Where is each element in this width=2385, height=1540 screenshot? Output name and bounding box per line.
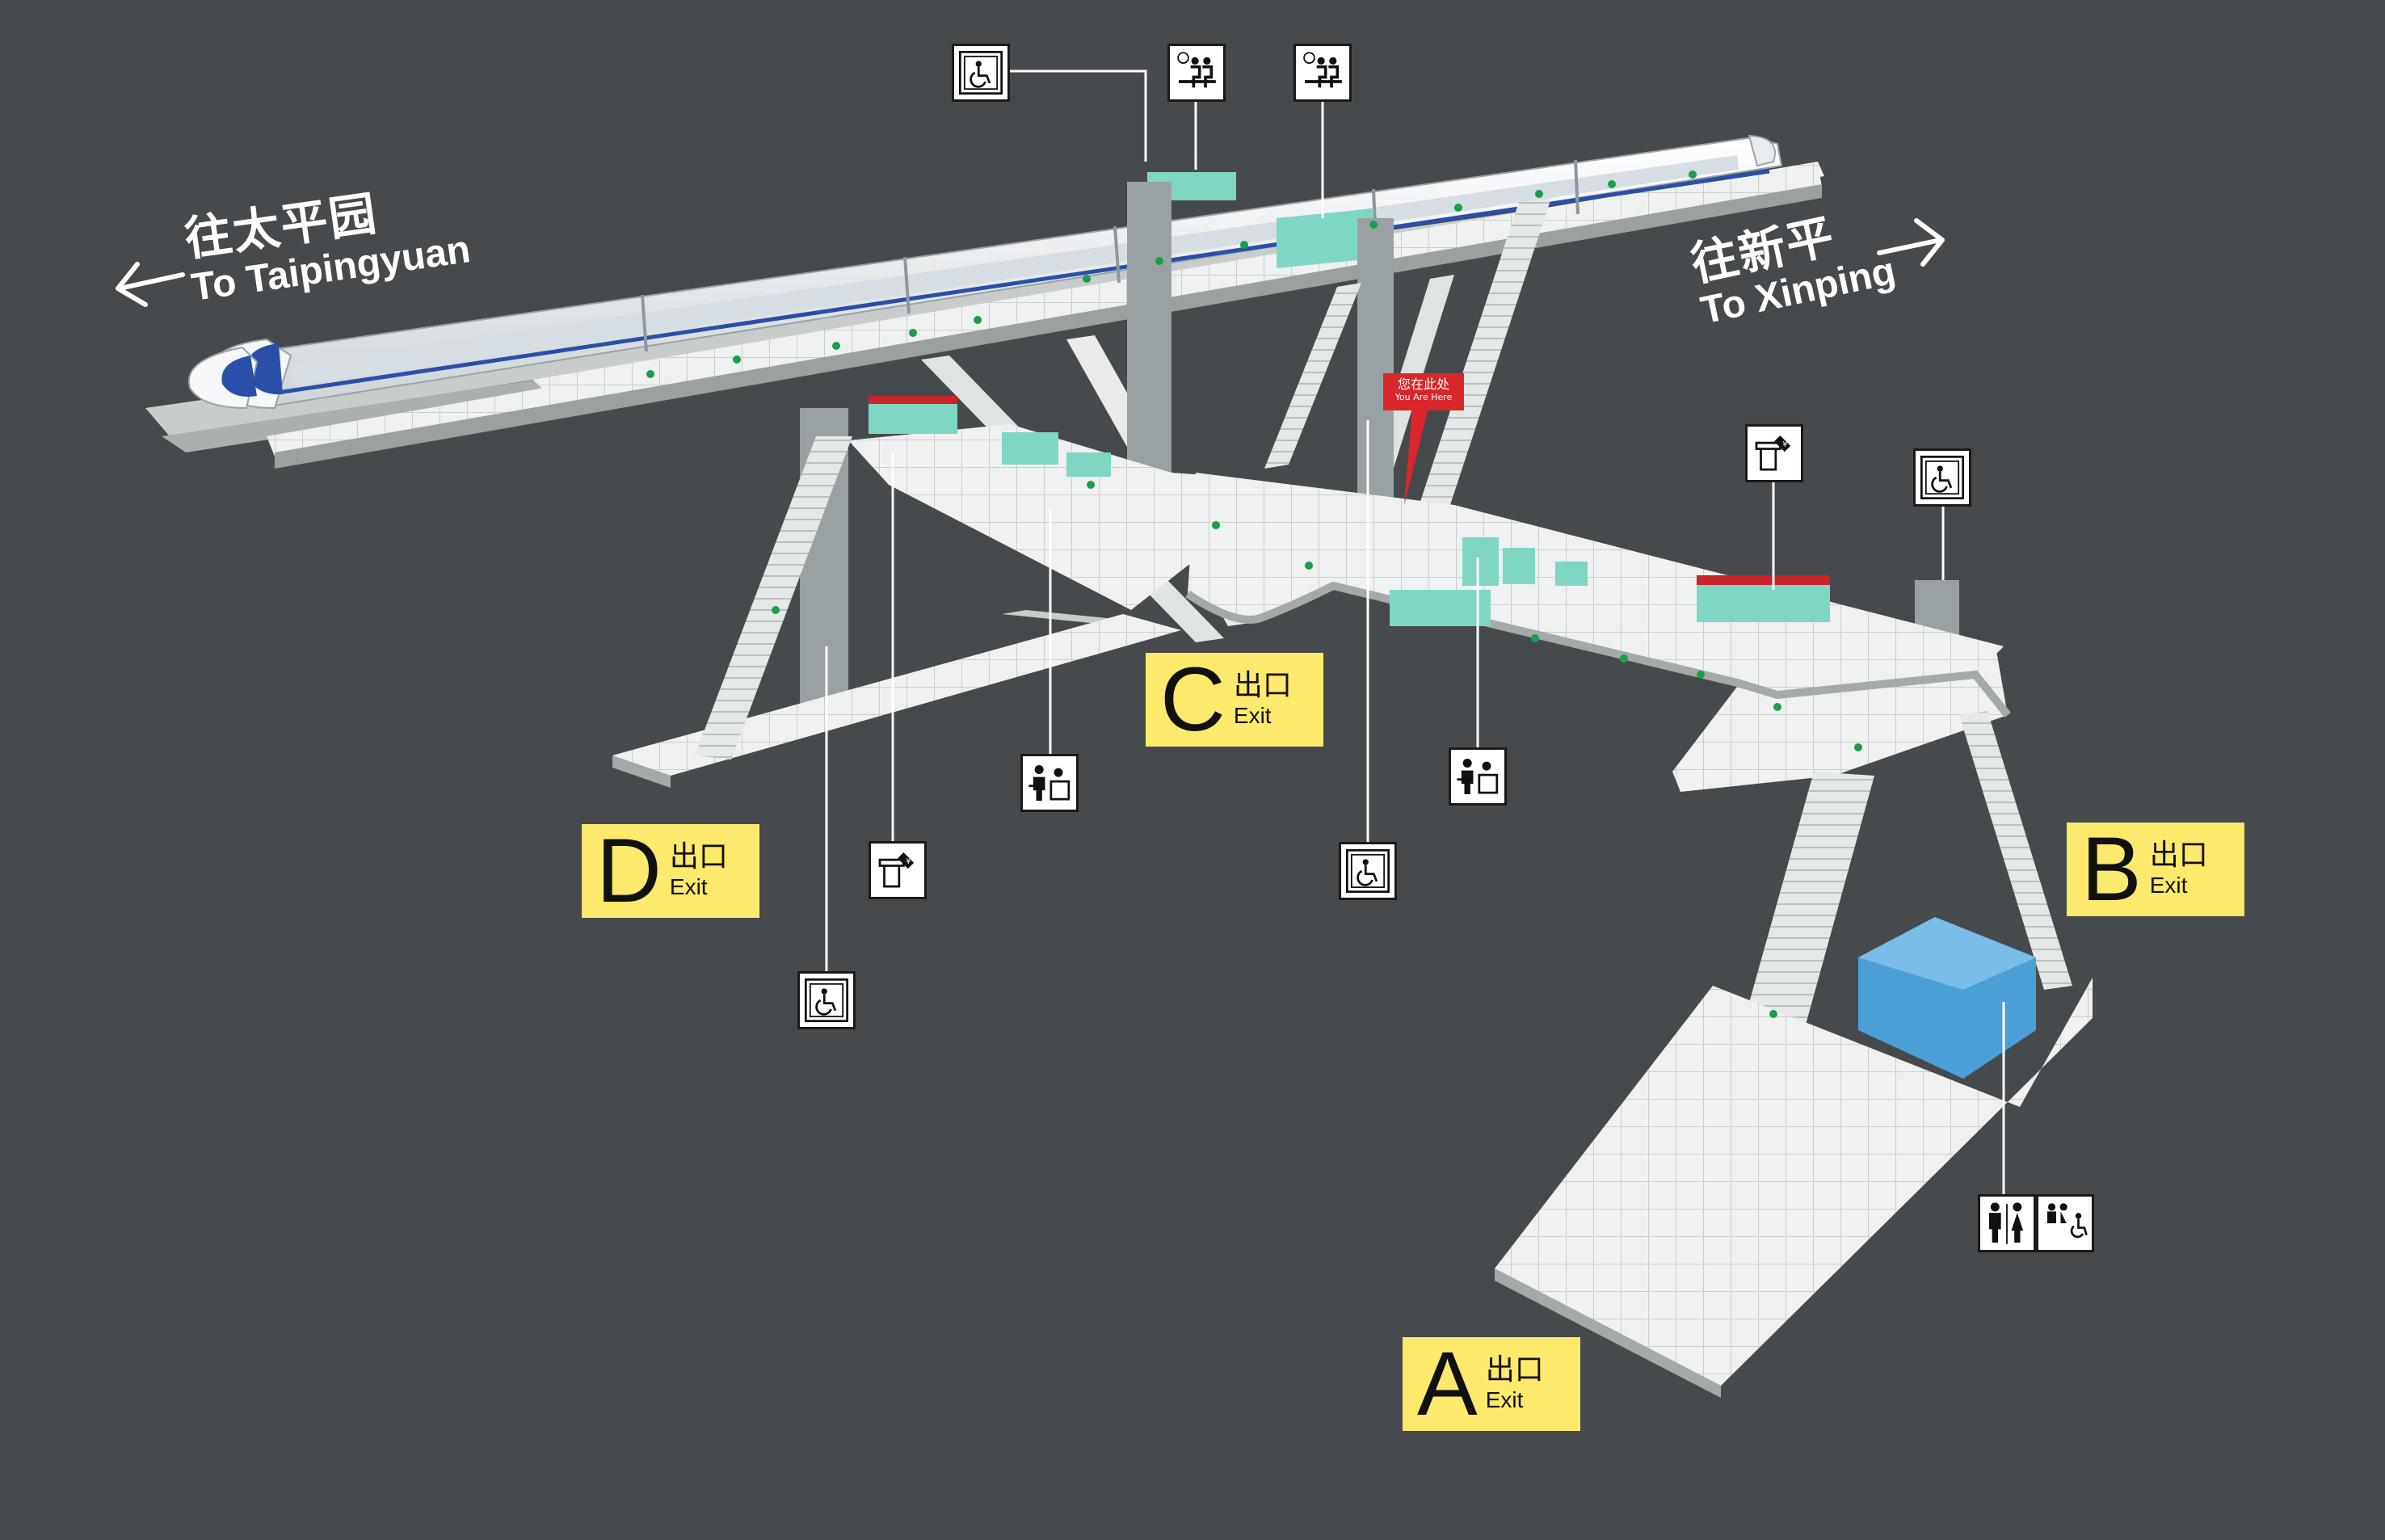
you-are-here-en: You Are Here bbox=[1394, 392, 1453, 403]
you-are-here-cn: 您在此处 bbox=[1397, 377, 1449, 392]
exit-b-en: Exit bbox=[2149, 873, 2188, 898]
exit-d-letter: D bbox=[596, 820, 662, 921]
escalator-b bbox=[1959, 711, 2072, 990]
exit-c-letter: C bbox=[1160, 649, 1226, 750]
exit-d-floor-edge bbox=[612, 755, 671, 788]
accessible-elevator-icon bbox=[1913, 448, 1971, 507]
accessible-elevator-icon bbox=[1339, 842, 1397, 900]
train-window-band bbox=[291, 155, 1739, 386]
concourse-level bbox=[612, 396, 2093, 1398]
exit-a-text: 出口 Exit bbox=[1486, 1354, 1544, 1413]
exit-b-letter: B bbox=[2081, 818, 2142, 919]
toilet-icon bbox=[1978, 1194, 2036, 1252]
ticket-vending-machine-icon: ¥ bbox=[869, 841, 927, 899]
leader-lines bbox=[825, 69, 2005, 1196]
exit-b-cn: 出口 bbox=[2149, 839, 2208, 873]
concourse-floor bbox=[848, 424, 1260, 610]
exit-d-en: Exit bbox=[669, 874, 708, 899]
arrow-left-icon bbox=[116, 262, 185, 307]
train-car-joint bbox=[641, 159, 1579, 352]
you-are-here-flag: 您在此处 You Are Here bbox=[1383, 373, 1464, 410]
train bbox=[187, 134, 1783, 410]
concourse-edge bbox=[1185, 581, 2011, 718]
train-rear bbox=[1748, 134, 1776, 167]
exit-d-sign: D 出口 Exit bbox=[582, 824, 759, 918]
arrow-right-icon bbox=[1877, 218, 1945, 267]
flow-arrows bbox=[646, 170, 1862, 1018]
customer-service-icon bbox=[1020, 754, 1079, 812]
concourse-floor bbox=[1188, 473, 2004, 695]
exit-c-cn: 出口 bbox=[1233, 669, 1292, 703]
accessible-elevator-icon bbox=[952, 44, 1010, 102]
ticket-vending-machine-icon: ¥ bbox=[1745, 424, 1803, 482]
escalator-d bbox=[695, 436, 852, 759]
toilet-block-top bbox=[1858, 917, 2036, 990]
fare-gates bbox=[869, 396, 1830, 626]
exit-d-text: 出口 Exit bbox=[670, 841, 728, 900]
exit-c-text: 出口 Exit bbox=[1234, 670, 1292, 729]
exit-a-en: Exit bbox=[1485, 1387, 1524, 1412]
exit-a-letter: A bbox=[1417, 1333, 1478, 1434]
accessible-elevator-icon bbox=[797, 971, 856, 1029]
customer-service-icon bbox=[1449, 747, 1507, 806]
escalator bbox=[1414, 198, 1551, 521]
train-windshield bbox=[221, 356, 257, 397]
exit-a-cn: 出口 bbox=[1485, 1353, 1544, 1387]
exit-b-sign: B 出口 Exit bbox=[2067, 823, 2244, 916]
svg-text:¥: ¥ bbox=[1782, 440, 1787, 449]
exit-c-sign: C 出口 Exit bbox=[1146, 653, 1323, 747]
waiting-seat-icon bbox=[1167, 44, 1226, 102]
exit-a-sign: A 出口 Exit bbox=[1403, 1337, 1580, 1431]
exit-c-en: Exit bbox=[1233, 703, 1272, 728]
exit-b-text: 出口 Exit bbox=[2150, 839, 2208, 898]
train-windshield bbox=[246, 343, 283, 395]
elevator-shaft bbox=[1127, 182, 1171, 481]
exit-a-floor bbox=[1495, 978, 2093, 1386]
exit-a-floor-edge bbox=[1495, 1269, 1721, 1398]
platform-edge bbox=[275, 184, 1822, 469]
accessible-toilet-icon bbox=[2036, 1194, 2094, 1252]
escalator bbox=[1264, 283, 1361, 469]
svg-text:¥: ¥ bbox=[906, 857, 911, 866]
exit-d-cn: 出口 bbox=[669, 840, 728, 874]
you-are-here-pin bbox=[1404, 408, 1428, 505]
exit-d-floor bbox=[612, 614, 1181, 776]
waiting-seat-icon bbox=[1293, 44, 1352, 102]
platform-floor bbox=[533, 162, 1824, 404]
platform-service-room bbox=[1277, 208, 1373, 268]
